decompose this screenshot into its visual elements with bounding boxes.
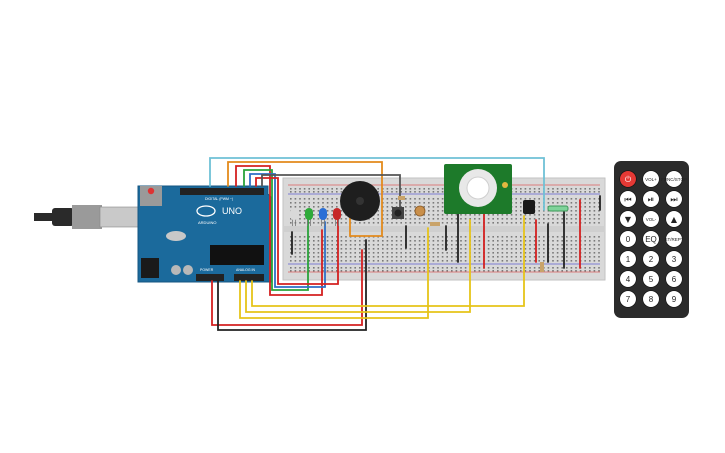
resistor[interactable] — [540, 262, 544, 272]
remote-button[interactable]: 8 — [642, 290, 660, 308]
reset-button[interactable] — [147, 187, 155, 195]
capacitor — [171, 265, 181, 275]
remote-buttons: ⏻ VOL+ FUNC/STOP ⏮ ⏯ ⏭ ▼ VOL- ▲ 0 EQ ST/REPT 1 2 3 4 5 6 7… — [619, 170, 687, 308]
remote-button-label: 3 — [672, 255, 677, 264]
usb-cable — [34, 205, 139, 229]
remote-button[interactable]: FUNC/STOP — [661, 170, 687, 188]
wire-orange[interactable] — [227, 161, 383, 237]
remote-button[interactable]: ST/REPT — [664, 230, 684, 248]
down-button[interactable]: ▼ — [619, 210, 637, 228]
ir-remote[interactable]: ⏻ VOL+ FUNC/STOP ⏮ ⏯ ⏭ ▼ VOL- ▲ 0 EQ ST/REPT 1 2 3 4 5 6 7… — [614, 161, 689, 318]
leds — [290, 208, 341, 226]
digital-header[interactable] — [180, 188, 264, 195]
remote-button-label: 0 — [626, 235, 631, 244]
wire-yellow-a1[interactable] — [245, 219, 471, 313]
wire-green[interactable] — [243, 169, 309, 291]
prev-icon: ⏮ — [624, 195, 631, 204]
up-icon: ▲ — [671, 215, 678, 224]
piezo-buzzer[interactable] — [340, 181, 380, 221]
up-button[interactable]: ▲ — [665, 210, 683, 228]
next-button[interactable]: ⏭ — [665, 190, 683, 208]
power-button[interactable]: ⏻ — [619, 170, 637, 188]
wire-gray[interactable] — [261, 174, 401, 216]
remote-button-label: VOL+ — [645, 177, 657, 182]
remote-button[interactable]: 9 — [665, 290, 683, 308]
power-header[interactable] — [196, 274, 224, 281]
resistors — [398, 196, 544, 272]
power-header-label: POWER — [200, 268, 214, 272]
power-icon: ⏻ — [625, 175, 632, 184]
remote-button-label: FUNC/STOP — [661, 177, 687, 182]
wire-red-led[interactable] — [255, 177, 339, 285]
prev-button[interactable]: ⏮ — [619, 190, 637, 208]
resistor[interactable] — [398, 196, 405, 200]
capacitor — [183, 265, 193, 275]
led[interactable] — [305, 208, 313, 226]
remote-button-label: EQ — [645, 235, 657, 244]
remote-button-label: 9 — [672, 295, 677, 304]
remote-button[interactable]: EQ — [642, 230, 660, 248]
remote-button[interactable]: 7 — [619, 290, 637, 308]
remote-button-label: 1 — [626, 255, 631, 264]
push-button[interactable] — [392, 207, 404, 219]
down-icon: ▼ — [625, 215, 632, 224]
remote-button-label: 6 — [672, 275, 677, 284]
resistor[interactable] — [430, 222, 440, 226]
remote-button-label: 5 — [649, 275, 654, 284]
remote-button-label: 4 — [626, 275, 631, 284]
remote-button[interactable]: 4 — [619, 270, 637, 288]
remote-button[interactable]: 2 — [642, 250, 660, 268]
microcontroller-chip — [210, 245, 264, 265]
next-icon: ⏭ — [670, 195, 677, 204]
analog-header[interactable] — [234, 274, 264, 281]
power-jack — [141, 258, 159, 278]
wire-red-5v[interactable] — [211, 249, 363, 326]
remote-button[interactable]: 6 — [665, 270, 683, 288]
remote-button[interactable]: 0 — [619, 230, 637, 248]
play-pause-icon: ⏯ — [648, 195, 654, 204]
board-model: UNO — [222, 206, 242, 216]
remote-button[interactable]: VOL- — [642, 210, 660, 228]
wire-yellow-a0[interactable] — [239, 227, 429, 319]
remote-button[interactable]: VOL+ — [642, 170, 660, 188]
wire-yellow-a2[interactable] — [251, 215, 525, 307]
photoresistor[interactable] — [414, 205, 426, 217]
led[interactable] — [333, 208, 341, 226]
remote-button[interactable]: 5 — [642, 270, 660, 288]
pir-sensor[interactable] — [444, 164, 512, 214]
crystal — [166, 231, 186, 241]
arduino-logo-icon — [196, 205, 216, 217]
ir-receiver[interactable] — [523, 200, 535, 214]
analog-header-label: ANALOG IN — [236, 268, 256, 272]
play-pause-button[interactable]: ⏯ — [642, 190, 660, 208]
remote-button[interactable]: 3 — [665, 250, 683, 268]
remote-button-label: 8 — [649, 295, 654, 304]
remote-button-label: 7 — [626, 295, 631, 304]
remote-button[interactable]: 1 — [619, 250, 637, 268]
remote-button-label: ST/REPT — [664, 237, 683, 242]
wire-cyan[interactable] — [209, 157, 545, 211]
remote-button-label: VOL- — [646, 217, 657, 222]
wire-blue[interactable] — [249, 173, 326, 288]
led[interactable] — [319, 208, 327, 226]
digital-header-label: DIGITAL (PWM ~) — [205, 197, 233, 201]
remote-button-label: 2 — [649, 255, 654, 264]
usb-port — [140, 186, 162, 206]
wire-black-gnd[interactable] — [217, 239, 367, 331]
wires — [209, 157, 601, 331]
led[interactable] — [290, 208, 298, 226]
green-component[interactable] — [547, 205, 569, 212]
arduino-uno-board[interactable]: UNO ARDUINO DIGITAL (PWM ~) POWER ANALOG… — [137, 185, 273, 283]
board-brand: ARDUINO — [198, 220, 216, 225]
